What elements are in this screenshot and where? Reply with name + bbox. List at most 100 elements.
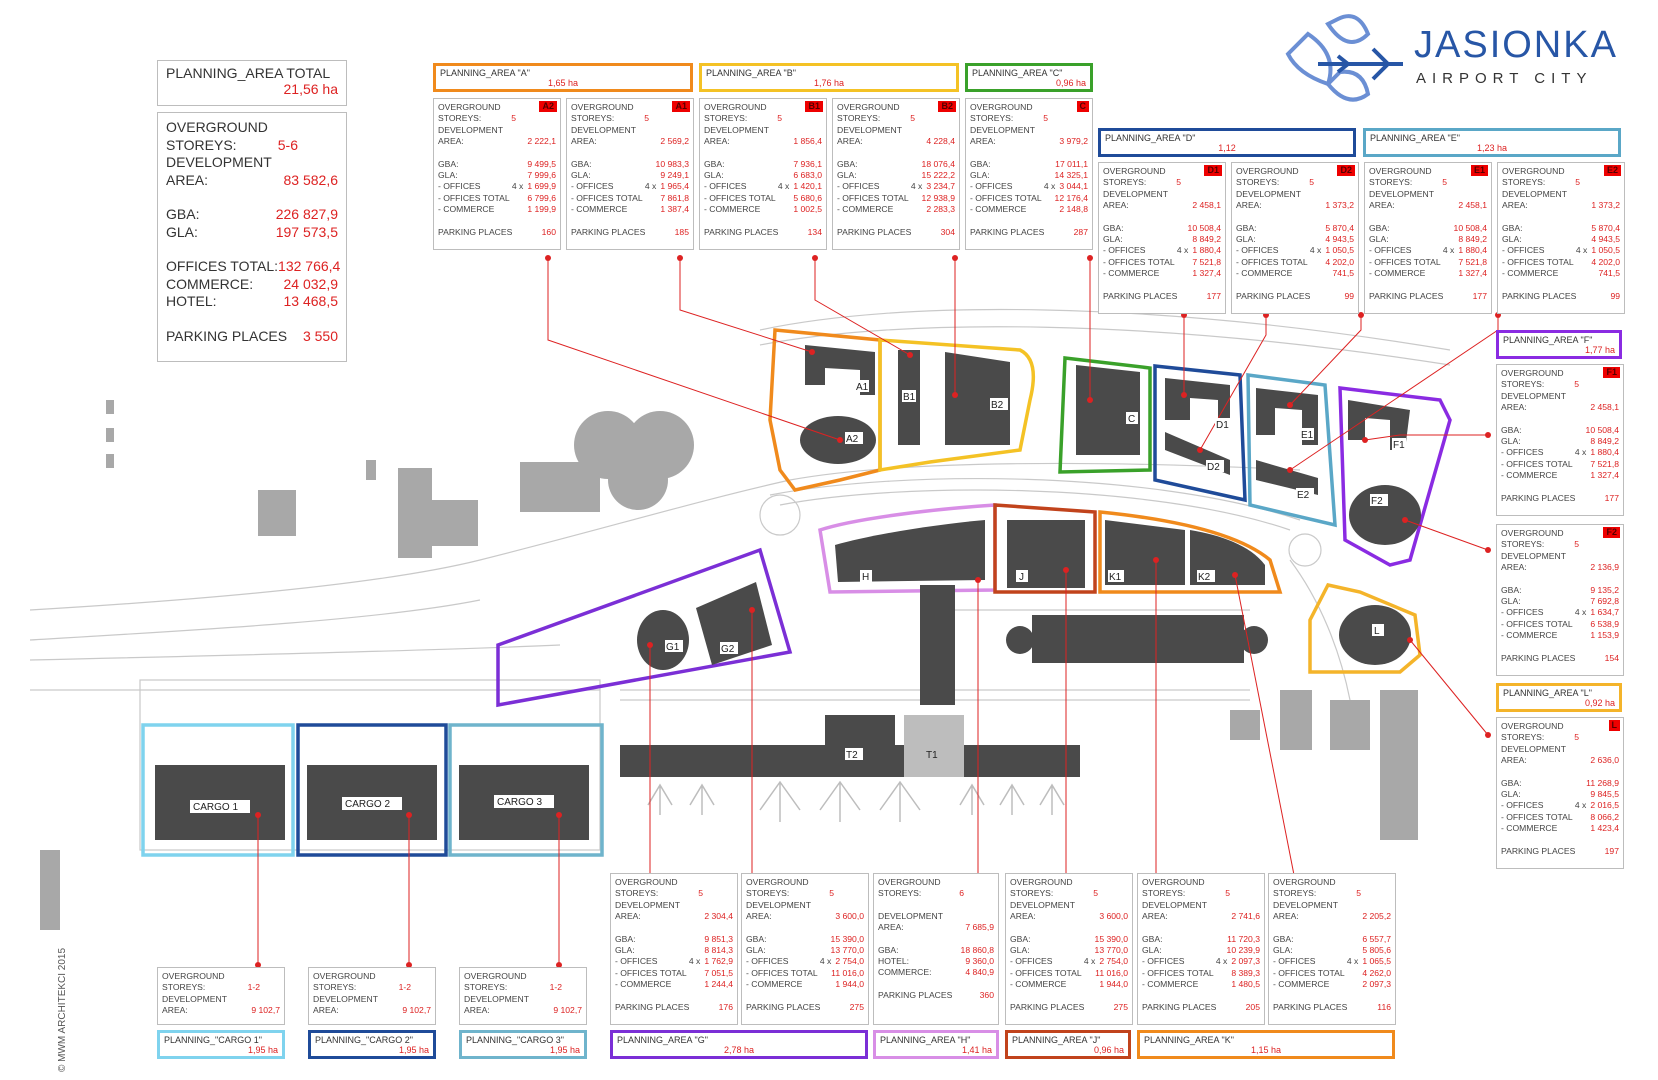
label-text: GBA: (438, 158, 459, 169)
label-text: STOREYS: (970, 113, 1014, 124)
data-row: GLA:8 814,3 (615, 945, 733, 956)
data-row: OVERGROUND (878, 877, 994, 888)
label-text: STOREYS: (615, 888, 659, 899)
data-row: STOREYS:5 (1369, 177, 1487, 188)
label-text: AREA: (571, 136, 597, 147)
label-text: OVERGROUND (162, 971, 225, 981)
label-text: DEVELOPMENT (746, 899, 811, 910)
label-text: GLA: (1369, 234, 1389, 245)
planning-area-J: PLANNING_AREA "J"0,96 ha (1005, 1030, 1131, 1059)
spacer (1369, 280, 1487, 291)
label-text: PLANNING_AREA "A" (440, 68, 530, 78)
label-text: 4 x (511, 181, 524, 192)
label-text: AREA: (1501, 562, 1527, 573)
label-text: - OFFICES TOTAL (1369, 256, 1441, 267)
data-row: GBA:18 860,8 (878, 945, 994, 956)
value-text: 6 557,7 (1362, 933, 1391, 944)
label-text: PLANNING_"CARGO 1" (164, 1035, 262, 1045)
data-row: DEVELOPMENT (1273, 900, 1391, 911)
value-text: 116 (1377, 1001, 1391, 1012)
value-text: 9 135,2 (1590, 584, 1619, 595)
label-text: OVERGROUND (1273, 877, 1336, 887)
label-text: DEVELOPMENT (878, 910, 943, 921)
data-row: GLA:15 222,2 (837, 170, 955, 181)
summary-label: DEVELOPMENT (166, 154, 272, 170)
label-text: - OFFICES (746, 956, 789, 967)
value-text: 6 538,9 (1590, 618, 1619, 629)
label-text: - COMMERCE (837, 204, 894, 215)
data-row: OVERGROUND (746, 877, 864, 888)
summary-box: OVERGROUND STOREYS:5-6 DEVELOPMENT AREA:… (157, 112, 347, 362)
data-row: OVERGROUND (837, 102, 955, 113)
building-tag: A1 (672, 101, 690, 112)
map-label-D2: D2 (1207, 462, 1220, 473)
value-text: 8 814,3 (704, 945, 733, 956)
value-text: 177 (1604, 492, 1619, 503)
label-text: STOREYS: (313, 982, 357, 993)
area-ha: 0,92 ha (1584, 698, 1615, 708)
spacer (438, 148, 556, 159)
map-label-E1: E1 (1301, 430, 1314, 441)
spacer (438, 216, 556, 227)
label-text: PARKING PLACES (1501, 652, 1576, 663)
value-text: 8 066,2 (1590, 811, 1619, 822)
value-text: 3 979,2 (1059, 136, 1088, 147)
label-text: GBA: (1273, 933, 1294, 944)
area-outline-cargo2 (296, 723, 448, 857)
data-row: STOREYS:1-2 (313, 982, 431, 993)
label-text: 4 x (1043, 181, 1056, 192)
value-text: 5 (1043, 113, 1048, 124)
value-text: 1 327,4 (1590, 470, 1619, 481)
building-tag: B1 (805, 101, 823, 112)
label-text: AREA: (313, 1005, 339, 1016)
label-text: - OFFICES (615, 956, 658, 967)
label-text: PLANNING_AREA "K" (1144, 1035, 1234, 1045)
value-text: 275 (849, 1001, 864, 1012)
label-text: - OFFICES (1010, 956, 1053, 967)
area-ha: 1,95 ha (398, 1045, 429, 1055)
label-text: OVERGROUND (1502, 166, 1565, 176)
value-text: 1 423,4 (1590, 823, 1619, 834)
label-text: OVERGROUND (746, 877, 809, 887)
data-row: OVERGROUND (704, 102, 822, 113)
spacer (1501, 414, 1619, 425)
label-text: 4 x (1574, 447, 1587, 458)
data-row: OVERGROUND (571, 102, 689, 113)
label-text: OVERGROUND (970, 102, 1033, 112)
planning-area-E: PLANNING_AREA "E"1,23 ha (1363, 128, 1621, 157)
spacer (1103, 280, 1221, 291)
value-text: 3 600,0 (1099, 911, 1128, 922)
value-text: 1 944,0 (1099, 979, 1128, 990)
value-text: 8 389,3 (1231, 967, 1260, 978)
label-text: PLANNING_"CARGO 3" (466, 1035, 564, 1045)
label-text: - OFFICES TOTAL (970, 192, 1042, 203)
area-ha: 1,15 ha (1250, 1045, 1282, 1055)
label-text: STOREYS: (1236, 177, 1280, 188)
value-text: 11 016,0 (831, 967, 864, 978)
area-outline-B (878, 338, 1036, 473)
label-text: PARKING PLACES (438, 226, 513, 237)
map-label-cargo3: CARGO 3 (497, 797, 542, 808)
value-text: 1 050,5 (1325, 245, 1354, 256)
data-row: AREA:2 458,1 (1369, 200, 1487, 211)
label-text: GLA: (1103, 234, 1123, 245)
data-row: DEVELOPMENT (1501, 744, 1619, 755)
summary-label: OFFICES TOTAL: (166, 258, 279, 274)
building-box-J: OVERGROUND STOREYS:5 DEVELOPMENT AREA:3 … (1005, 873, 1133, 1025)
label-text: AREA: (704, 136, 730, 147)
